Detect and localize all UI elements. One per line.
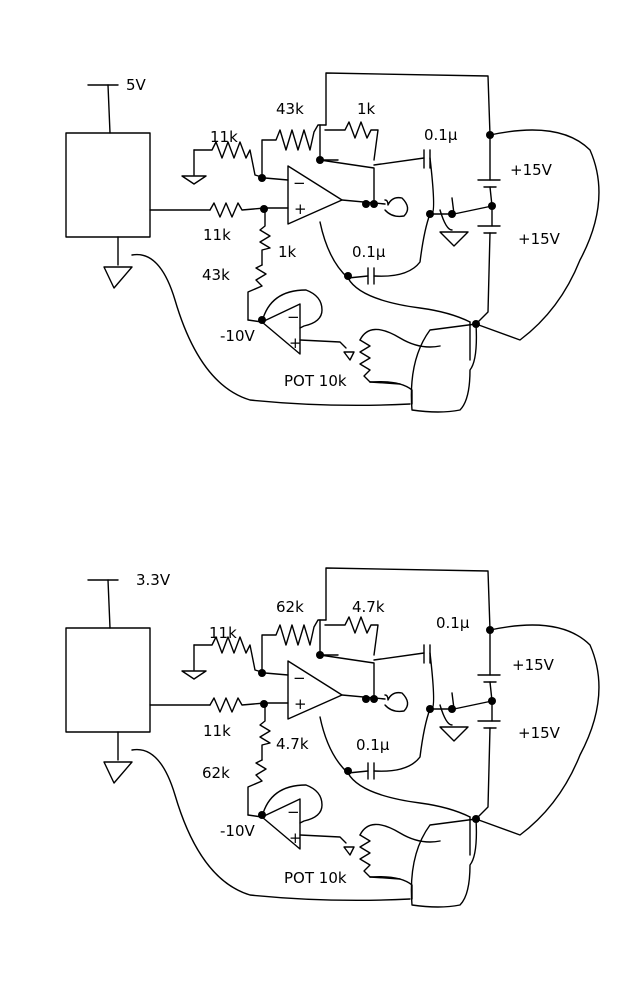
opamp2-plus-sign: + xyxy=(289,334,302,352)
schematic-bottom: 3.3V 62k 4.7k 11k 0.1µ +15V − + 11k 4.7k… xyxy=(65,567,600,908)
r-feedback-small-label: 4.7k xyxy=(352,598,385,616)
supply-label: 3.3V xyxy=(136,571,171,589)
r-feedback-label: 62k xyxy=(276,598,304,616)
r-in-bottom-label: 11k xyxy=(203,226,231,244)
opamp2-minus-sign: − xyxy=(287,803,300,821)
opamp-minus-sign: − xyxy=(293,174,306,192)
cap-bottom-label: 0.1µ xyxy=(356,736,390,754)
r-in-bottom-label: 11k xyxy=(203,722,231,740)
cap-top-label: 0.1µ xyxy=(436,614,470,632)
r-feedback-small-label: 1k xyxy=(357,100,376,118)
opamp2-minus-sign: − xyxy=(287,308,300,326)
rail-pos-label: +15V xyxy=(510,161,553,179)
rail-neg-label: +15V xyxy=(518,230,561,248)
rail-pos-label: +15V xyxy=(512,656,555,674)
r-ref-small-label: 4.7k xyxy=(276,735,309,753)
cap-bottom-label: 0.1µ xyxy=(352,243,386,261)
cap-top-label: 0.1µ xyxy=(424,126,458,144)
r-in-top-label: 11k xyxy=(210,128,238,146)
pot-label: POT 10k xyxy=(284,372,347,390)
pot-label: POT 10k xyxy=(284,869,347,887)
opamp-minus-sign: − xyxy=(293,669,306,687)
supply-label: 5V xyxy=(126,76,147,94)
r-feedback-label: 43k xyxy=(276,100,304,118)
opamp-plus-sign: + xyxy=(294,200,307,218)
opamp-plus-sign: + xyxy=(294,695,307,713)
ref-voltage-label: -10V xyxy=(220,327,255,345)
r-in-top-label: 11k xyxy=(209,624,237,642)
schematic-top: 5V 43k 1k 11k 0.1µ +15V − + 11k 1k 0.1µ … xyxy=(65,72,600,413)
r-ref-label: 43k xyxy=(202,266,230,284)
r-ref-label: 62k xyxy=(202,764,230,782)
ref-voltage-label: -10V xyxy=(220,822,255,840)
opamp2-plus-sign: + xyxy=(289,829,302,847)
r-ref-small-label: 1k xyxy=(278,243,297,261)
rail-neg-label: +15V xyxy=(518,724,561,742)
